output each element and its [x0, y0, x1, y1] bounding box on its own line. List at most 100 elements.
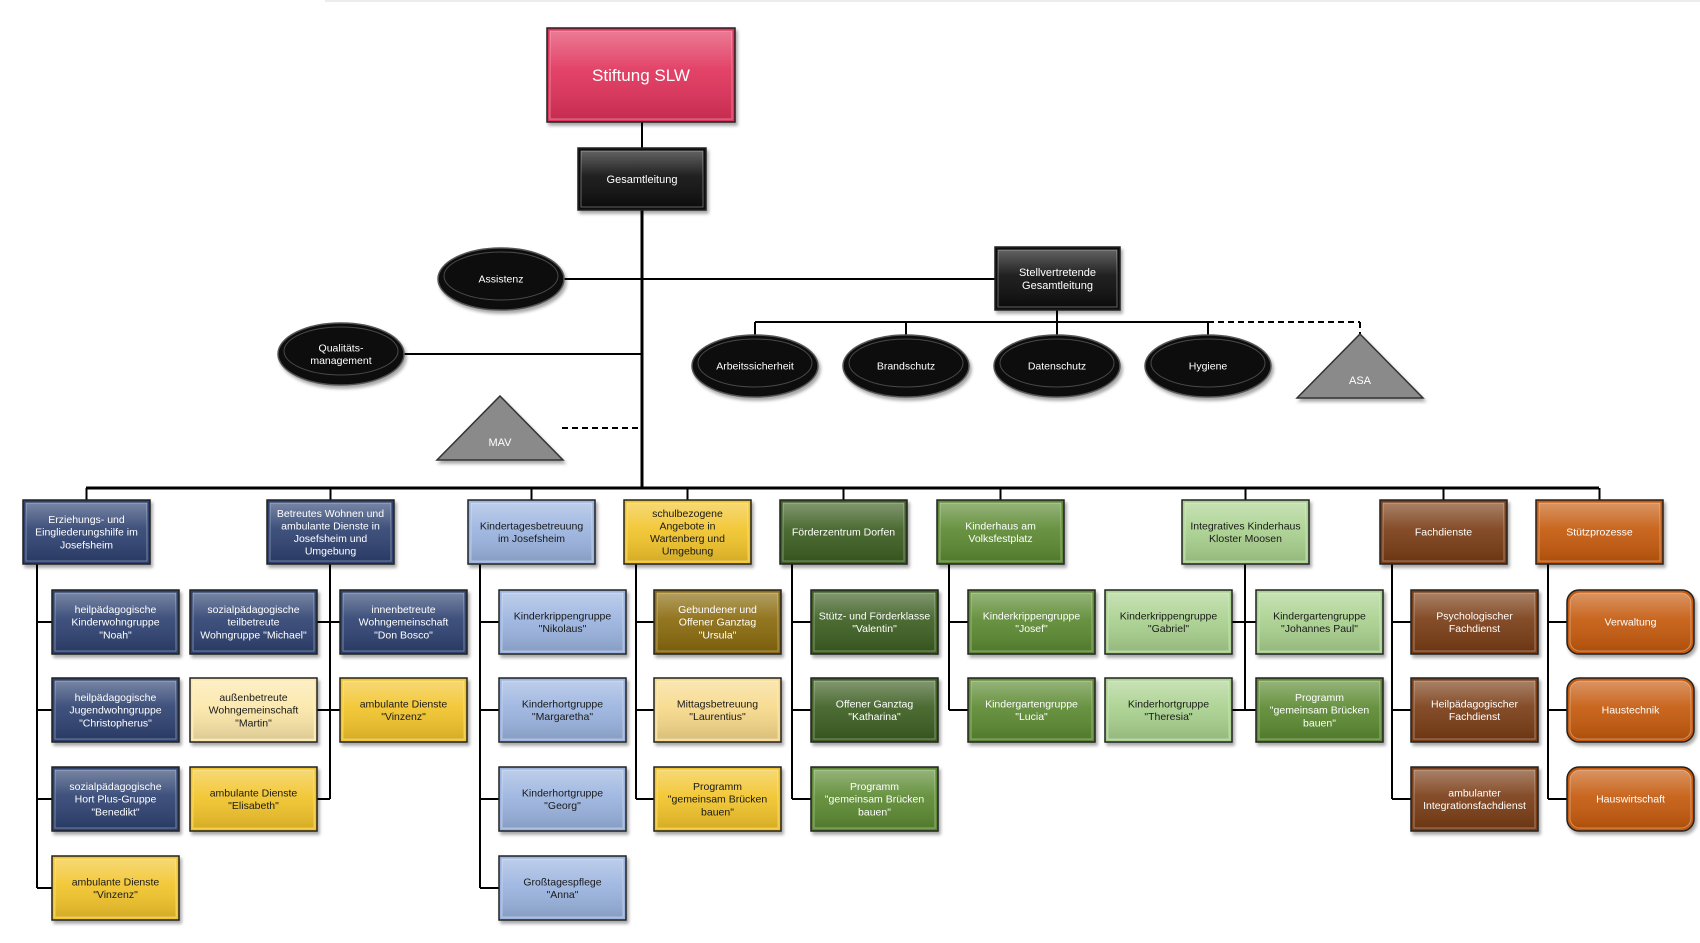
stellv-node-bevel	[997, 249, 1118, 308]
d3-unit-2-label: Kinderhortgruppe"Margaretha"	[522, 698, 603, 723]
department-3-bevel	[470, 502, 593, 562]
d5-unit-2-label: Offener Ganztag"Katharina"	[836, 698, 914, 723]
d5-unit-1-bevel	[813, 592, 936, 652]
d2-right-unit-2-bevel	[342, 680, 465, 740]
d4-unit-1	[653, 589, 782, 655]
d1-unit-4-bevel	[54, 858, 177, 918]
stellv-child-3	[993, 334, 1121, 398]
d7-left-unit-1	[1104, 589, 1233, 655]
department-9-bevel	[1538, 502, 1661, 562]
d1-unit-4-label: ambulante Dienste"Vinzenz"	[72, 876, 160, 901]
d4-unit-2-bevel	[656, 680, 779, 740]
stellv-child-1	[691, 334, 819, 398]
department-5	[779, 499, 908, 565]
d9-unit-1-label: Verwaltung	[1605, 617, 1657, 629]
stellv-child-3-shape	[993, 334, 1121, 398]
d2-right-unit-1-bevel	[342, 592, 465, 652]
department-7	[1181, 499, 1310, 565]
department-5-bevel	[782, 502, 905, 562]
assistenz-node-label: Assistenz	[479, 274, 524, 286]
qualitaet-node	[277, 322, 405, 386]
d7-left-unit-1-bevel	[1107, 592, 1230, 652]
stellv-child-2-label: Brandschutz	[877, 361, 935, 373]
assistenz-node-bevel	[443, 251, 559, 301]
d3-unit-1-label: Kinderkrippengruppe"Nikolaus"	[514, 610, 612, 635]
stellv-node	[994, 246, 1121, 311]
d4-unit-2-label: Mittagsbetreuung"Laurentius"	[677, 698, 758, 723]
stellv-child-4-shape	[1144, 334, 1272, 398]
department-2	[266, 499, 395, 565]
department-2-bevel	[269, 502, 392, 562]
d1-unit-2	[51, 677, 180, 743]
department-7-bevel	[1184, 502, 1307, 562]
d4-unit-2	[653, 677, 782, 743]
stellv-child-2	[842, 334, 970, 398]
d3-unit-1-bevel	[501, 592, 624, 652]
d2-left-unit-2	[189, 677, 318, 743]
assistenz-node	[437, 247, 565, 311]
gesamtleitung-node-bevel	[580, 150, 704, 208]
d2-left-unit-3-label: ambulante Dienste"Elisabeth"	[210, 787, 298, 812]
d7-right-unit-1-bevel	[1258, 592, 1381, 652]
d3-unit-3-bevel	[501, 769, 624, 829]
d6-unit-2-label: Kindergartengruppe"Lucia"	[985, 698, 1078, 723]
d2-left-unit-3-bevel	[192, 769, 315, 829]
d6-unit-1	[967, 589, 1096, 655]
d4-unit-1-bevel	[656, 592, 779, 652]
d4-unit-3-bevel	[656, 769, 779, 829]
department-8-bevel	[1382, 502, 1505, 562]
d7-right-unit-1	[1255, 589, 1384, 655]
qualitaet-node-bevel	[283, 326, 399, 376]
department-6	[936, 499, 1065, 565]
d9-unit-3-label: Hauswirtschaft	[1596, 794, 1665, 806]
connector-lines	[36, 0, 1700, 889]
d8-unit-2	[1410, 677, 1539, 743]
d3-unit-4-label: Großtagespflege"Anna"	[523, 876, 601, 901]
mav-node-shape	[435, 394, 565, 461]
stellv-child-1-bevel	[697, 338, 813, 388]
d7-left-unit-2-bevel	[1107, 680, 1230, 740]
d6-unit-1-bevel	[970, 592, 1093, 652]
d7-right-unit-1-label: Kindergartengruppe"Johannes Paul"	[1273, 610, 1366, 635]
root-node-bevel	[549, 30, 733, 120]
assistenz-node-shape	[437, 247, 565, 311]
d8-unit-2-bevel	[1413, 680, 1536, 740]
asa-node-shape	[1295, 332, 1425, 399]
d8-unit-1	[1410, 589, 1539, 655]
d2-left-unit-2-bevel	[192, 680, 315, 740]
d1-unit-1	[51, 589, 180, 655]
d3-unit-4-bevel	[501, 858, 624, 918]
stellv-child-3-label: Datenschutz	[1028, 361, 1086, 373]
d5-unit-3-bevel	[813, 769, 936, 829]
asa-node-label: ASA	[1349, 375, 1372, 387]
gesamtleitung-node-label: Gesamtleitung	[607, 174, 678, 186]
d2-right-unit-2	[339, 677, 468, 743]
department-8	[1379, 499, 1508, 565]
d9-unit-1	[1566, 589, 1695, 655]
d2-right-unit-1	[339, 589, 468, 655]
d3-unit-1	[498, 589, 627, 655]
d7-right-unit-2-bevel	[1258, 680, 1381, 740]
d8-unit-3-bevel	[1413, 769, 1536, 829]
stellv-child-2-shape	[842, 334, 970, 398]
d5-unit-1-label: Stütz- und Förderklasse"Valentin"	[819, 610, 931, 635]
d7-left-unit-1-label: Kinderkrippengruppe"Gabriel"	[1120, 610, 1218, 635]
d1-unit-2-bevel	[54, 680, 177, 740]
d6-unit-1-label: Kinderkrippengruppe"Josef"	[983, 610, 1081, 635]
root-node-label: Stiftung SLW	[592, 66, 690, 85]
root-node	[546, 27, 736, 123]
d2-left-unit-1-bevel	[192, 592, 315, 652]
